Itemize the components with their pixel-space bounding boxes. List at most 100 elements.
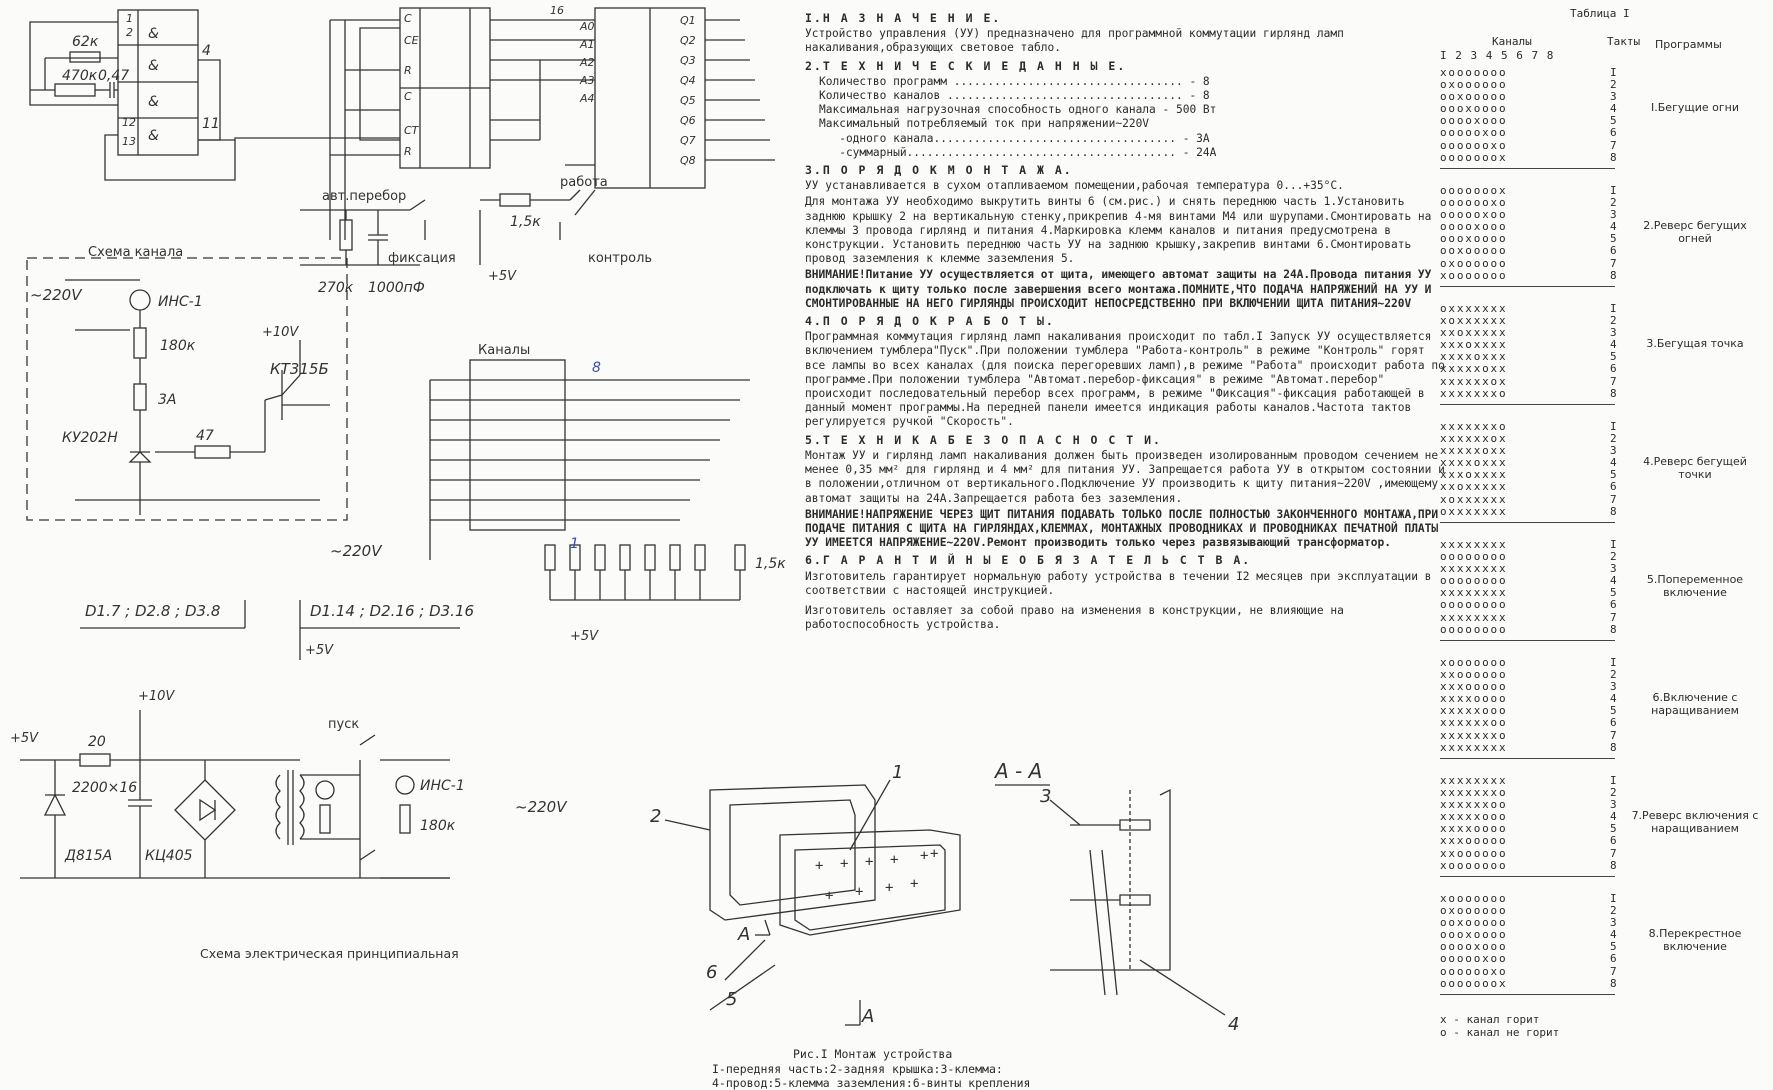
channel-pattern: xxxxxxoo [1440,716,1508,730]
channel-pattern: xxxxxxxx [1440,562,1508,576]
mux-q8: Q8 [680,154,696,167]
terminal-mark: + [885,880,893,896]
pin-13: 13 [122,135,136,148]
fig-caption-2: I-передняя часть:2-задняя крышка:3-клемм… [712,1062,1003,1076]
takt-number: 2 [1610,314,1617,328]
label-270k: 270к [318,280,354,296]
label-047: 0,47 [98,68,129,84]
label-220v-b: ~220V [330,542,383,560]
tech-line: Максимальная нагрузочная способность одн… [819,103,1217,117]
channel-resistor [644,544,656,571]
takt-number: 2 [1610,432,1617,446]
program-name: 6.Включение с наращиванием [1651,691,1739,717]
channel-pattern: xxxxxooo [1440,704,1508,718]
program-name: 8.Перекрестное включение [1648,927,1742,953]
section-2-title: 2.Т Е Х Н И Ч Е С К И Е Д А Н Н Ы Е. [805,58,1127,73]
takt-number: I [1610,66,1617,79]
section-5-p1: Монтаж УУ и гирлянд ламп накаливания дол… [805,448,1445,505]
terminal-mark: + [890,852,898,868]
takt-number: 7 [1610,374,1617,388]
label-shema-kanala: Схема канала [88,245,183,260]
label-ins1-b: ИНС-1 [420,778,465,794]
fig-num-3: 3 [1040,786,1051,807]
label-d-right: D1.14 ; D2.16 ; D3.16 [310,602,474,620]
takt-number: 3 [1610,90,1617,104]
header-takts: Такты [1607,35,1641,48]
channel-pattern: ooooooox [1440,150,1508,164]
tech-line: Количество каналов .....................… [819,89,1210,103]
channel-pattern: oooooooo [1440,574,1508,588]
label-kt315: КТ315Б [270,360,329,378]
label-ins1: ИНС-1 [158,294,203,310]
channel-pattern: oooooxoo [1440,126,1508,140]
channel-pattern: xxxxxoxx [1440,444,1508,458]
mux-a0: A0 [579,20,595,33]
takt-number: 3 [1610,562,1617,576]
schematic-caption: Схема электрическая принципиальная [200,946,459,961]
gate-3: & [148,94,159,110]
channel-pattern: oooooxoo [1440,208,1508,222]
label-ch8: 8 [592,360,601,376]
legend-x: x - канал горит [1440,1013,1540,1026]
section-4-text: Программная коммутация гирлянд ламп нака… [805,330,1445,429]
channel-pattern: oxxxxxxx [1440,504,1508,518]
channel-pattern: oxoooooo [1440,78,1508,92]
label-rabota: работа [560,175,608,190]
takt-number: 6 [1610,480,1617,494]
fig-num-5: 5 [726,989,737,1010]
channel-pattern: xooooooo [1440,268,1508,282]
table-title: Таблица I [1570,7,1630,20]
channel-pattern: xxxxxxxo [1440,420,1508,433]
channel-pattern: xxxxxxxx [1440,538,1508,551]
takt-number: 8 [1610,858,1617,872]
takt-number: 2 [1610,668,1617,682]
channel-resistor [544,544,556,571]
fig-num-4: 4 [1228,1014,1239,1035]
takt-number: I [1610,184,1617,197]
channel-pattern: xxxxoooo [1440,692,1508,706]
takt-number: 6 [1610,362,1617,376]
label-plus10v-b: +10V [138,689,175,704]
row-separator [1440,521,1615,523]
channel-pattern: xxxoxxxx [1440,338,1508,352]
channel-pattern: xxoxxxxx [1440,480,1508,494]
label-47: 47 [196,428,214,444]
channel-pattern: xxxxxxox [1440,432,1508,446]
takt-number: 4 [1610,928,1617,942]
fig-a-bottom: А [861,1006,874,1027]
takt-number: 3 [1610,326,1617,340]
channel-resistor [734,544,746,571]
table-legend: x - канал горит o - канал не горит [1440,1013,1559,1039]
gate-4: & [148,128,159,144]
terminal-mark: + [825,888,833,904]
section-aa: А - А [993,760,1042,783]
takt-number: I [1610,774,1617,787]
takt-number: 2 [1610,196,1617,210]
label-ch1: 1 [570,536,579,552]
program-name: 5.Попеременное включение [1646,573,1744,599]
label-avt-perebor: авт.перебор [322,189,406,204]
